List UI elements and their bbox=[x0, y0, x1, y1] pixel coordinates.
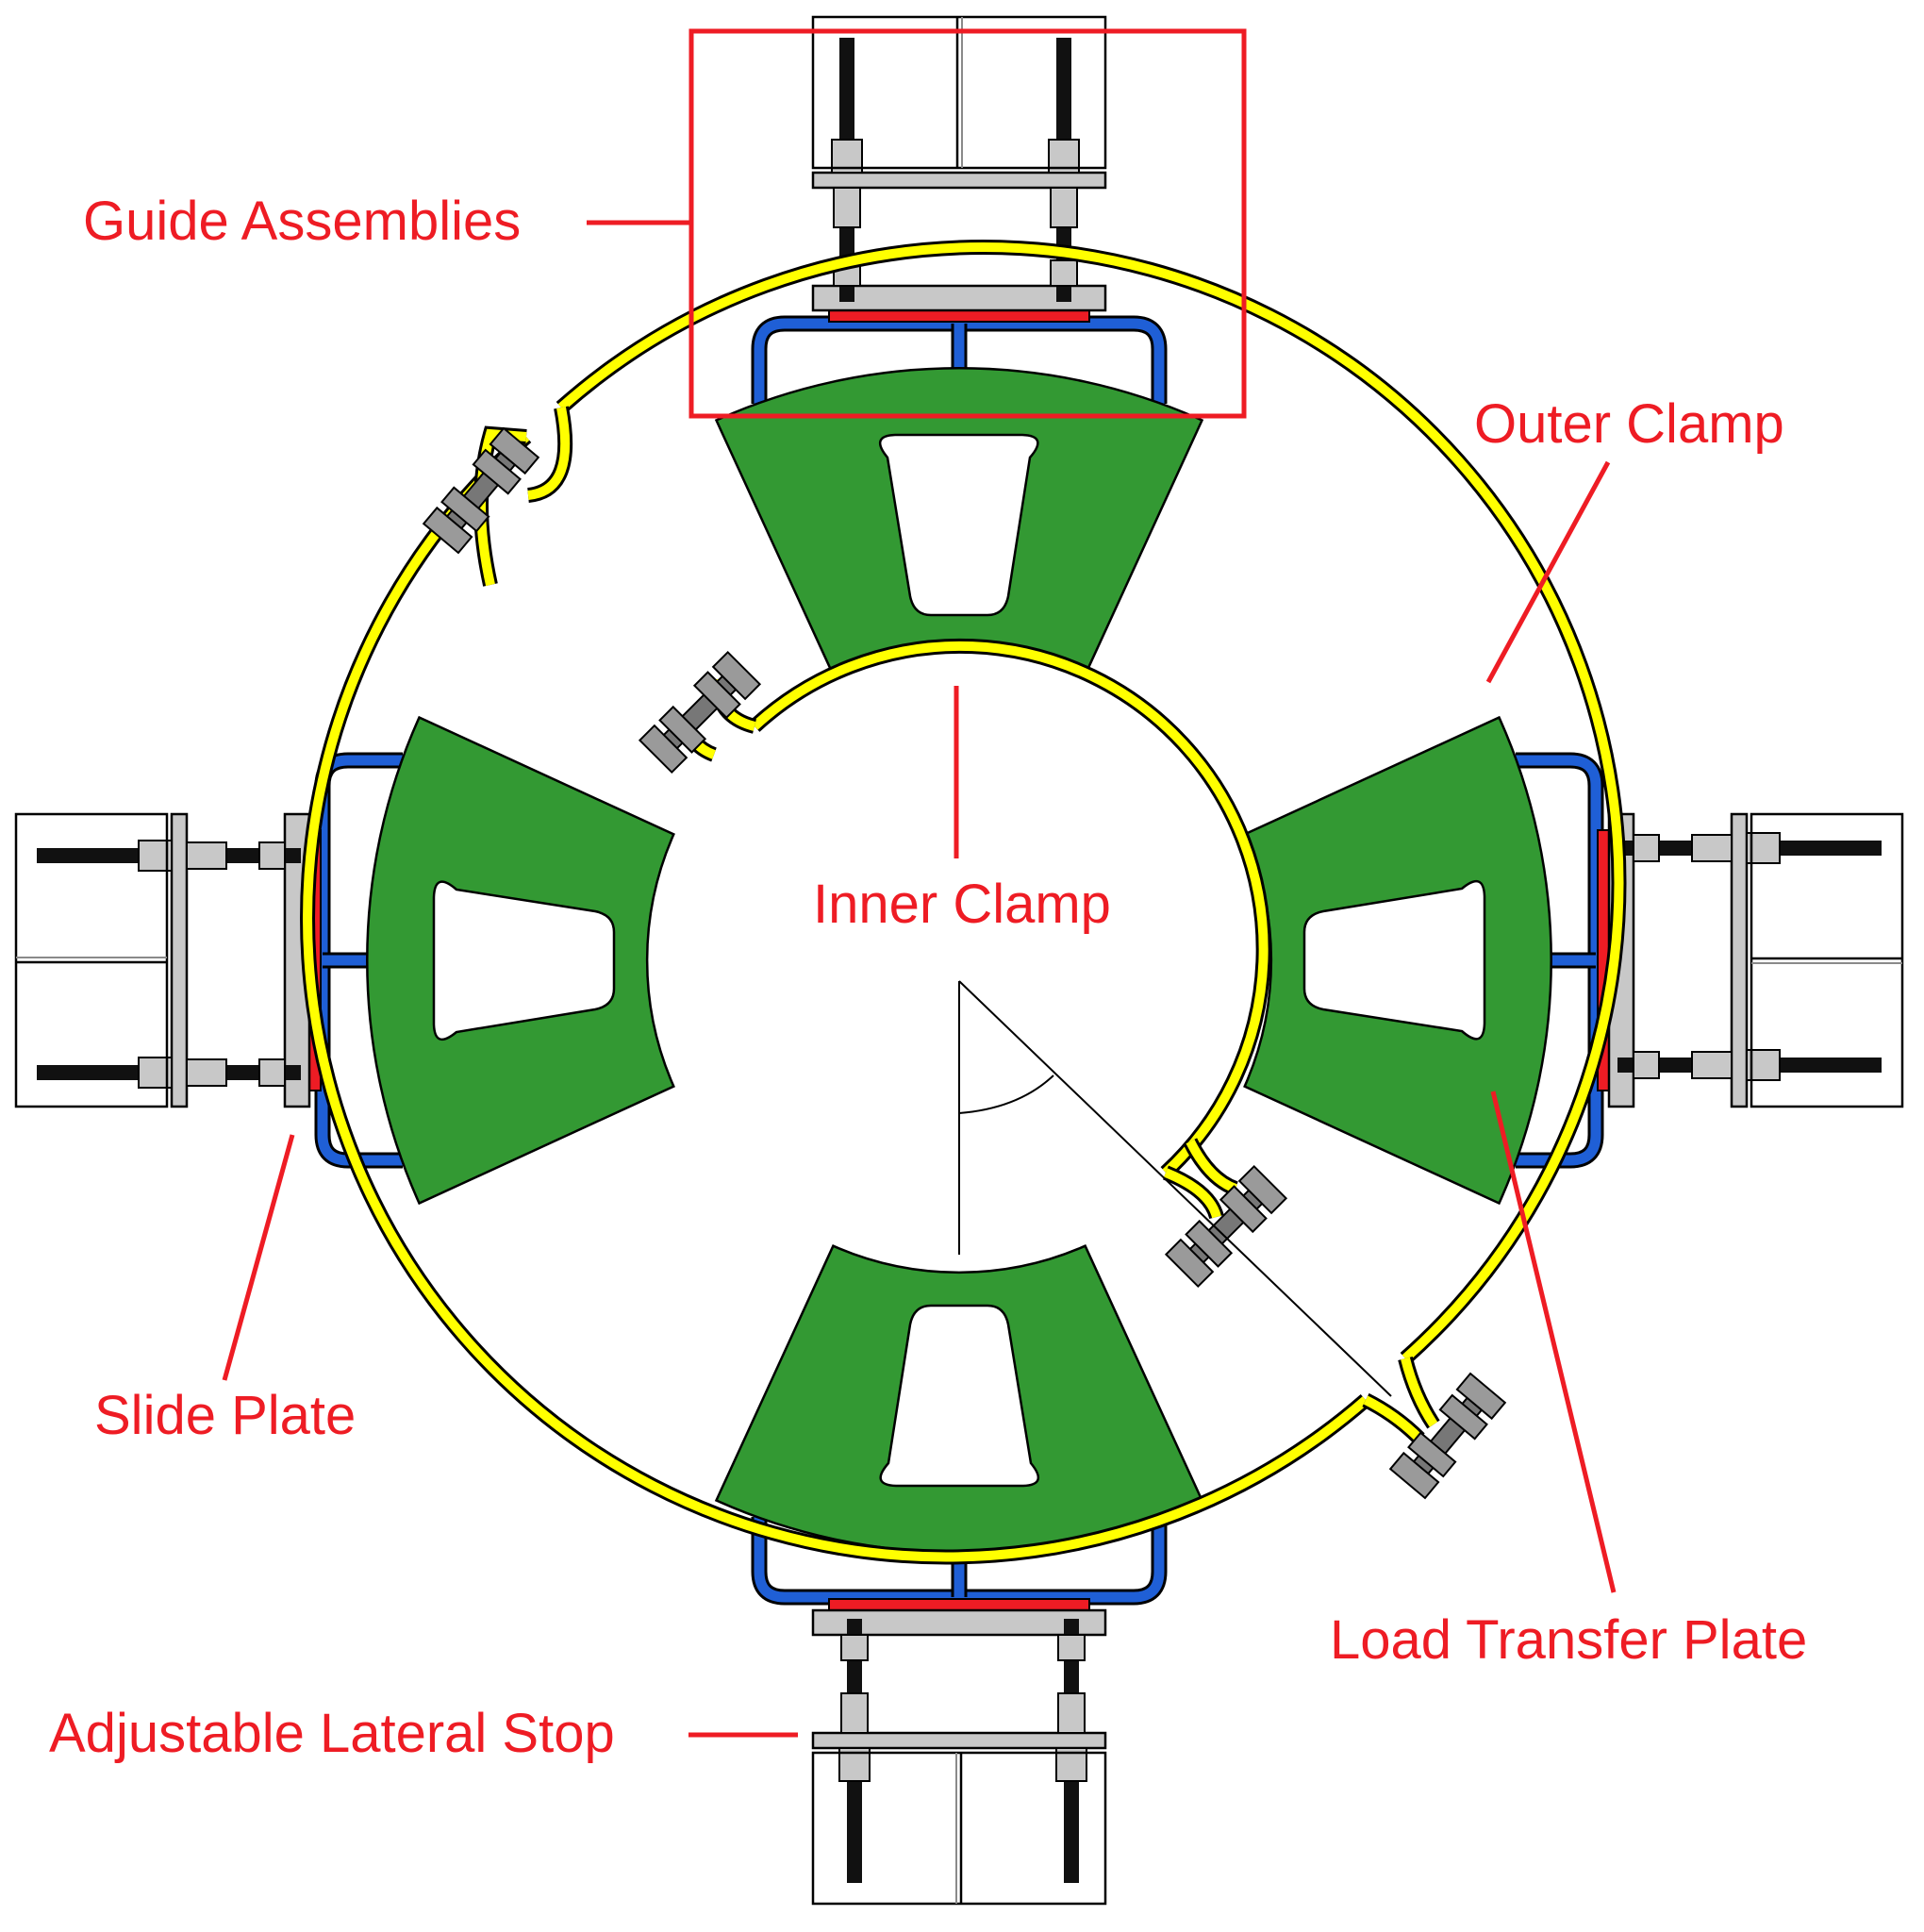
slide-plate-label: Slide Plate bbox=[94, 1385, 357, 1446]
inner-clamp-label: Inner Clamp bbox=[813, 874, 1111, 935]
load-transfer-plate-leader bbox=[1490, 1091, 1617, 1593]
angle-indicator bbox=[958, 980, 1392, 1397]
inner-clamp bbox=[676, 638, 1271, 1220]
callout-leader-lines bbox=[222, 28, 1617, 1738]
slide-plate-leader bbox=[222, 1134, 295, 1381]
outer-clamp-label: Outer Clamp bbox=[1474, 393, 1784, 455]
guide-assembly-left bbox=[16, 760, 403, 1160]
outer-clamp bbox=[299, 240, 1627, 1565]
adjustable-lateral-stop-label: Adjustable Lateral Stop bbox=[49, 1703, 615, 1764]
load-transfer-plate-label: Load Transfer Plate bbox=[1330, 1609, 1808, 1671]
guide-assembly-bottom bbox=[759, 1517, 1159, 1904]
outer-clamp-leader bbox=[1485, 460, 1611, 684]
guide-assembly-top bbox=[759, 17, 1159, 404]
guide-assemblies-label: Guide Assemblies bbox=[83, 191, 522, 252]
